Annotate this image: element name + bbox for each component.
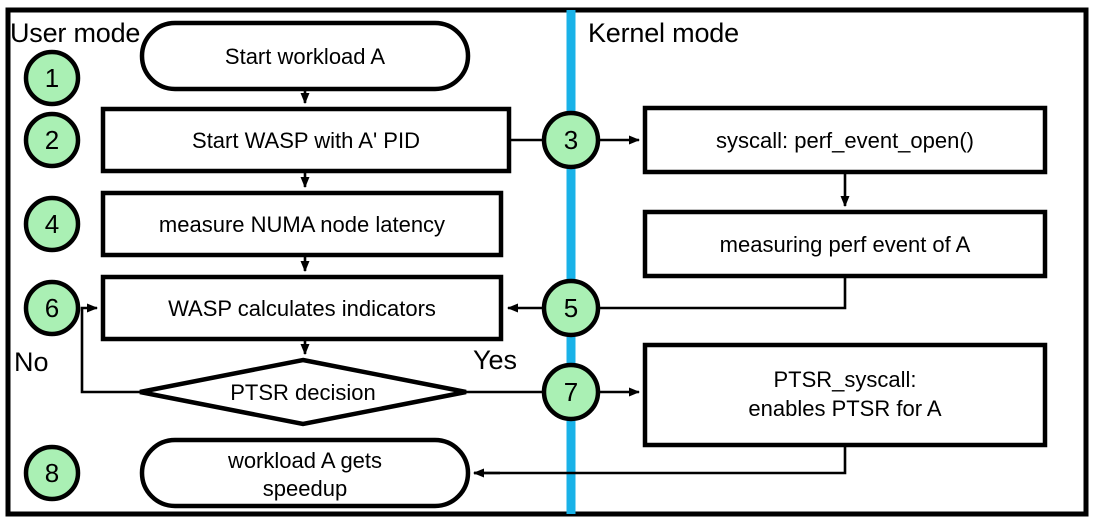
step-label-2: 2 — [44, 125, 60, 155]
edge-decision-no-loopback — [80, 303, 140, 394]
step-circle-7 — [541, 362, 601, 422]
step-label-5: 5 — [563, 293, 579, 323]
step-circle-8 — [23, 444, 81, 502]
edge-ptsr-syscall-to-workload-speedup — [474, 445, 847, 475]
step-circle-5 — [541, 278, 601, 338]
diagram-frame — [5, 7, 1089, 517]
node-label-measure-numa: measure NUMA node latency — [158, 212, 446, 237]
step-circle-3 — [541, 110, 601, 170]
node-label-start-wasp: Start WASP with A' PID — [192, 128, 420, 153]
kernel-mode-title: Kernel mode — [588, 18, 739, 48]
step-label-1: 1 — [44, 63, 60, 93]
node-start-wasp — [100, 106, 512, 174]
node-measuring-perf — [642, 209, 1048, 279]
user-mode-title: User mode — [10, 18, 141, 48]
step-label-7: 7 — [563, 377, 579, 407]
step-label-4: 4 — [44, 209, 60, 239]
step-circle-2 — [23, 111, 81, 169]
node-ptsr-syscall — [642, 342, 1048, 448]
step-label-3: 3 — [563, 125, 579, 155]
step-label-8: 8 — [44, 458, 60, 488]
node-label-ptsr-syscall-line2: enables PTSR for A — [748, 396, 942, 421]
branch-label-no: No — [14, 347, 49, 377]
branch-label-yes: Yes — [473, 345, 518, 375]
node-measure-numa — [100, 190, 504, 258]
node-wasp-indicators — [100, 274, 504, 342]
step-circle-6 — [23, 279, 81, 337]
node-label-measuring-perf: measuring perf event of A — [719, 232, 971, 257]
step-label-6: 6 — [44, 293, 60, 323]
step-circle-1 — [23, 49, 81, 107]
edge-measuring-perf-to-step5 — [598, 276, 847, 310]
node-perf-event-open — [642, 105, 1048, 175]
node-label-perf-event-open: syscall: perf_event_open() — [715, 128, 975, 153]
node-workload-speedup — [139, 437, 471, 509]
node-label-ptsr-decision: PTSR decision — [230, 380, 376, 405]
node-label-ptsr-syscall-line1: PTSR_syscall: — [773, 367, 917, 392]
node-ptsr-decision — [139, 357, 467, 427]
node-label-workload-speedup-line1: workload A gets — [227, 448, 383, 473]
step-circle-4 — [23, 195, 81, 253]
node-label-workload-speedup-line2: speedup — [262, 476, 348, 501]
node-label-start-workload: Start workload A — [224, 44, 386, 69]
node-label-wasp-indicators: WASP calculates indicators — [168, 296, 436, 321]
